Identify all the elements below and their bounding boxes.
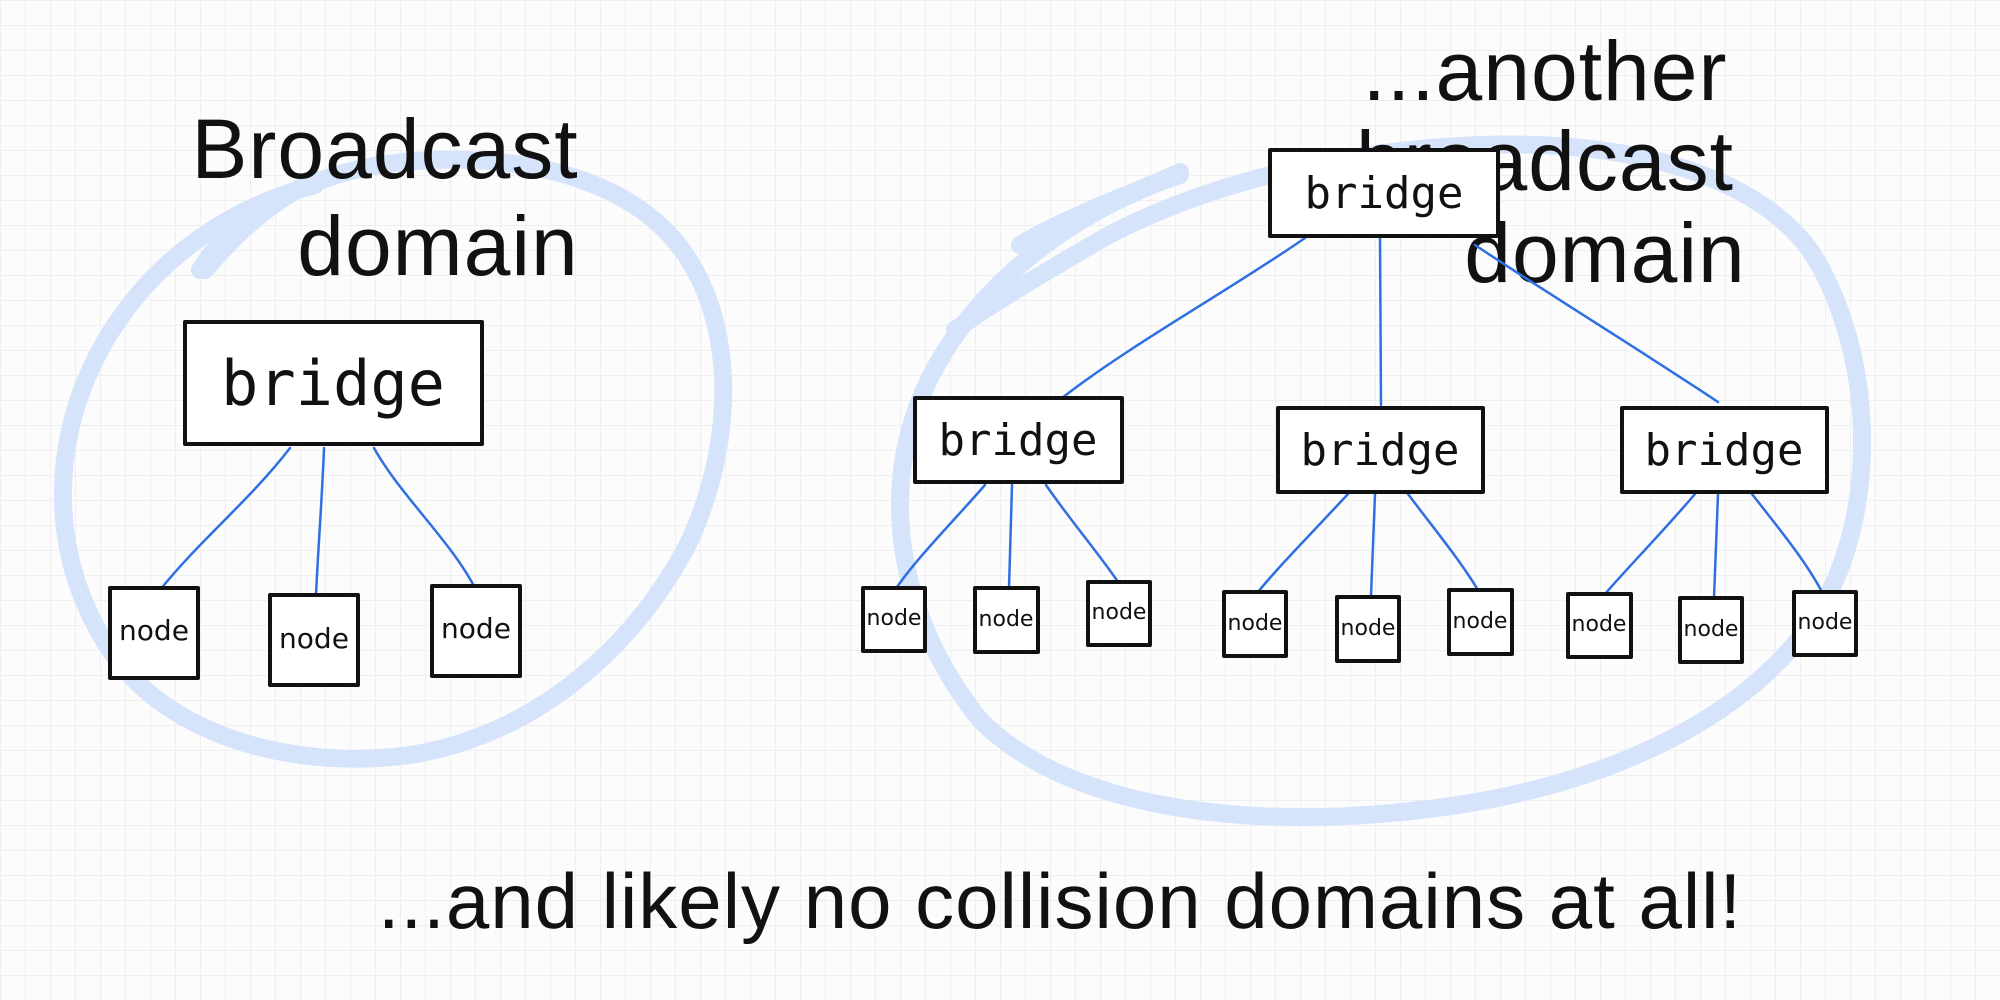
link-g3-node1 <box>1603 492 1697 596</box>
link-g1-node1 <box>893 483 987 592</box>
footer-caption: ...and likely no collision domains at al… <box>378 857 1742 945</box>
group2-bridge-box <box>1276 406 1485 494</box>
group2-node-label-2: node <box>1341 616 1396 641</box>
group3-node-box-1 <box>1566 592 1633 659</box>
link-g1-node2 <box>1007 483 1014 590</box>
group3-node-label-1: node <box>1572 612 1627 637</box>
left-domain-outline <box>53 150 733 768</box>
root-bridge-label: bridge <box>1305 168 1464 219</box>
link-g3-node2 <box>1712 492 1720 600</box>
group2-node-label-1: node <box>1228 611 1283 636</box>
left-domain-label-line2: domain <box>297 199 579 293</box>
right-domain-label-line3: domain <box>1464 206 1746 300</box>
group2-node-label-3: node <box>1453 609 1508 634</box>
group3-node-label-2: node <box>1684 617 1739 642</box>
left-node-box-1 <box>108 586 200 680</box>
link-g1-node3 <box>1044 483 1120 584</box>
link-g2-node3 <box>1406 492 1480 592</box>
link-g3-node3 <box>1750 492 1824 594</box>
right-broadcast-domain: ...another broadcast domain bridge bridg… <box>861 24 1871 827</box>
group1-bridge-label: bridge <box>939 415 1098 466</box>
group3-bridge-box <box>1620 406 1829 494</box>
left-broadcast-domain: Broadcast domain bridge node node node <box>53 102 733 768</box>
group2-node-box-3 <box>1447 588 1514 656</box>
group1-bridge-box <box>913 396 1124 484</box>
group1-node-box-1 <box>861 586 927 653</box>
link-left-bridge-node1 <box>158 446 292 592</box>
left-bridge-box <box>183 320 484 446</box>
left-bridge-label: bridge <box>221 347 445 420</box>
left-node-label-3: node <box>441 612 511 645</box>
link-root-bridge-3 <box>1473 243 1720 404</box>
group1-node-label-1: node <box>867 606 922 631</box>
group3-node-label-3: node <box>1798 610 1853 635</box>
group2-bridge-label: bridge <box>1301 425 1460 476</box>
group2-node-box-2 <box>1335 595 1401 663</box>
root-bridge-box <box>1268 148 1500 238</box>
left-domain-label-line1: Broadcast <box>191 102 578 196</box>
right-domain-outline-tail <box>1011 163 1189 254</box>
group3-bridge-label: bridge <box>1645 425 1804 476</box>
link-root-bridge-2 <box>1378 236 1383 407</box>
link-left-bridge-node2 <box>314 446 326 597</box>
right-domain-label-line1: ...another <box>1363 24 1728 118</box>
link-g2-node2 <box>1369 492 1377 598</box>
link-g2-node1 <box>1256 492 1350 594</box>
left-node-label-1: node <box>119 614 189 647</box>
group1-node-box-2 <box>973 586 1040 654</box>
link-root-bridge-1 <box>1060 236 1307 400</box>
left-domain-outline-tail <box>196 171 324 279</box>
left-node-box-3 <box>430 584 522 678</box>
group1-node-label-3: node <box>1092 600 1147 625</box>
group2-node-box-1 <box>1222 590 1288 658</box>
group3-node-box-3 <box>1792 590 1858 657</box>
group1-node-label-2: node <box>979 607 1034 632</box>
left-node-box-2 <box>268 593 360 687</box>
left-node-label-2: node <box>279 622 349 655</box>
group1-node-box-3 <box>1086 580 1152 647</box>
group3-node-box-2 <box>1678 596 1744 664</box>
link-left-bridge-node3 <box>372 446 477 590</box>
